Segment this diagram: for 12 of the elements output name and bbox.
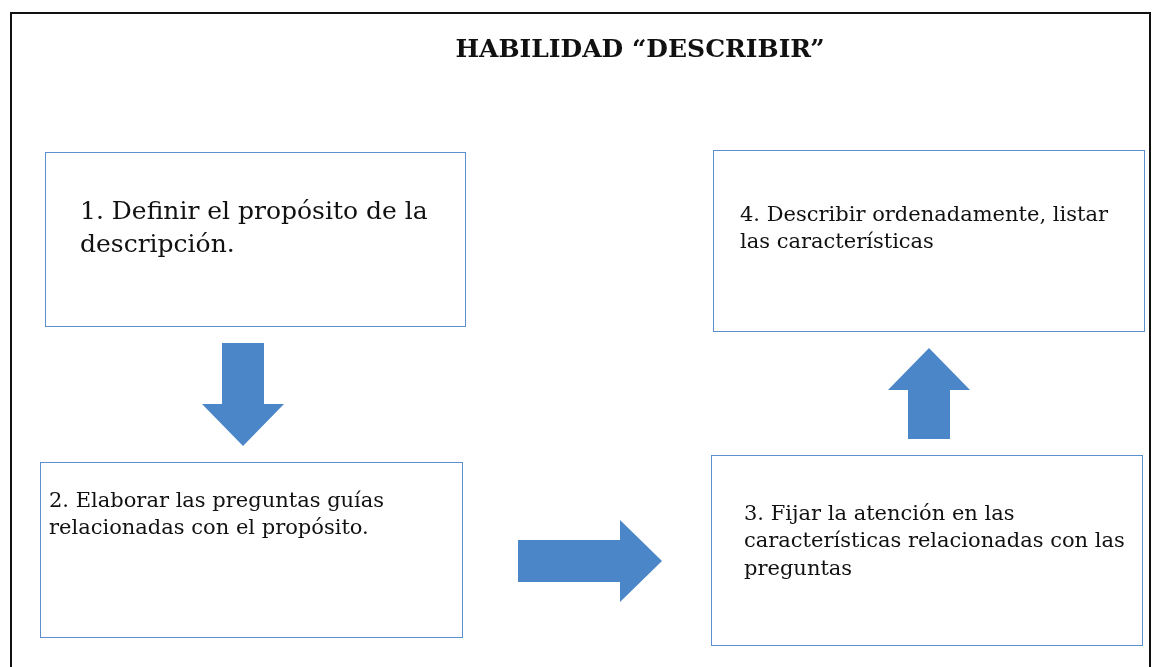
step-text: 4. Describir ordenadamente, listar las características bbox=[740, 201, 1109, 256]
step-text: 3. Fijar la atención en las características relacionadas con las preguntas bbox=[744, 500, 1126, 582]
process-box bbox=[711, 455, 1143, 646]
diagram-title: HABILIDAD “DESCRIBIR” bbox=[454, 34, 826, 63]
step-text: 2. Elaborar las preguntas guías relacionadas con el propósito. bbox=[49, 487, 386, 542]
process-box bbox=[45, 152, 466, 327]
block-arrow bbox=[518, 520, 662, 602]
process-box bbox=[40, 462, 463, 638]
block-arrow bbox=[888, 348, 970, 439]
step-text: 1. Definir el propósito de la descripción. bbox=[80, 195, 429, 260]
process-box bbox=[713, 150, 1145, 332]
block-arrow bbox=[202, 343, 284, 446]
